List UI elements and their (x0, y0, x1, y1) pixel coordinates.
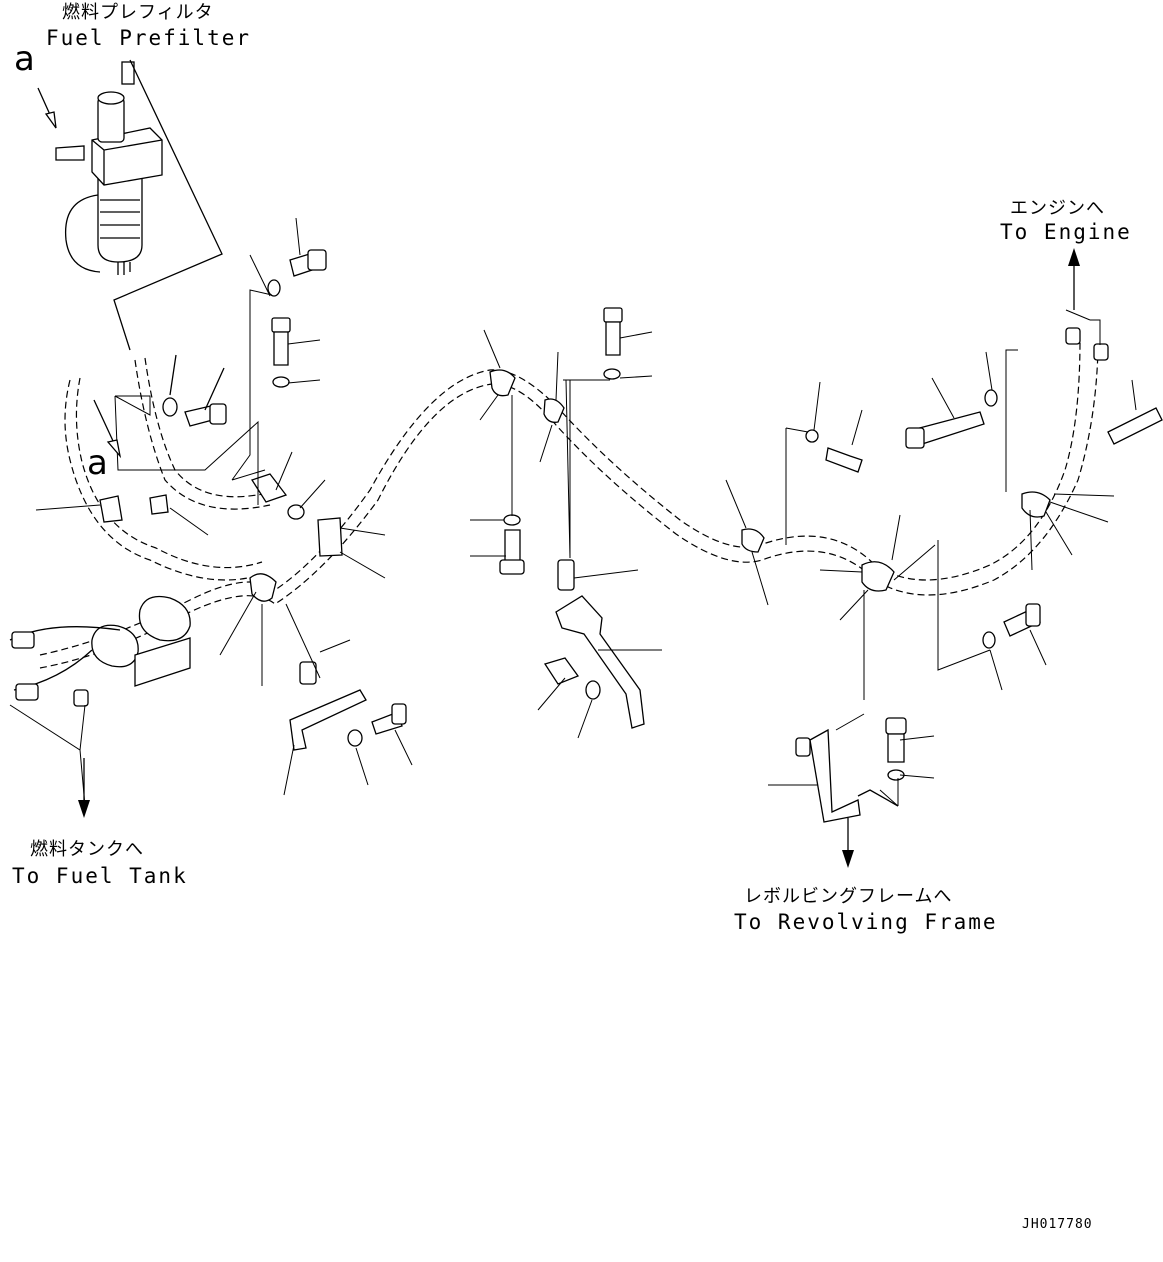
to-revolving-frame-label-jp: レボルビングフレームへ (744, 886, 953, 907)
bolts-top (251, 249, 623, 520)
to-fuel-tank-label-jp: 燃料タンクへ (30, 839, 144, 860)
bolts-right (805, 327, 1163, 649)
bracket-left (289, 661, 407, 751)
view-arrow-a-mid (93, 399, 122, 459)
bracket-right (795, 717, 907, 823)
arrow-down-icon (78, 758, 90, 818)
drawing-code: JH017780 (1022, 1217, 1093, 1232)
bracket-center (499, 514, 645, 729)
bolt-washer-left (162, 354, 227, 427)
leader-lines (9, 217, 1137, 807)
to-fuel-tank-label-en: To Fuel Tank (12, 864, 188, 888)
hose-clamps (99, 369, 1051, 602)
view-arrow-a-top (37, 87, 57, 129)
view-marker-a-mid: a (87, 443, 108, 483)
arrow-up-icon (1068, 248, 1080, 310)
arrow-down-icon-frame (842, 818, 854, 868)
view-marker-a-top: a (14, 39, 35, 79)
fuel-prefilter (55, 59, 223, 351)
to-engine-label-en: To Engine (1000, 220, 1132, 244)
to-revolving-frame-label-en: To Revolving Frame (734, 910, 998, 934)
grommets (9, 595, 191, 707)
fuel-prefilter-label-jp: 燃料プレフィルタ (62, 2, 214, 23)
to-engine-label-jp: エンジンへ (1010, 198, 1105, 219)
fuel-prefilter-label-en: Fuel Prefilter (46, 26, 252, 50)
